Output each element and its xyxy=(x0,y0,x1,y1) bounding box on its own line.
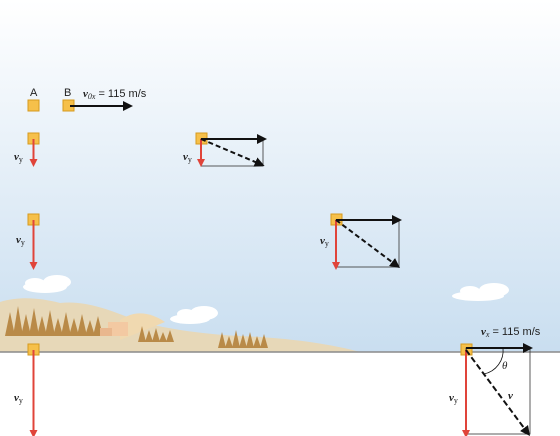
velocity-arrow xyxy=(465,349,530,436)
vy-label: vy xyxy=(14,151,23,164)
object-b-label: B xyxy=(64,87,71,99)
object-a-box xyxy=(27,99,40,112)
ground xyxy=(0,352,560,436)
landscape xyxy=(0,298,360,352)
object-a-column: A vy vy vy xyxy=(14,87,40,436)
theta-label: θ xyxy=(502,360,508,372)
object-b-path: B v0x= 115 m/s vy vy θ v vy vx= 115 m/s xyxy=(62,87,541,436)
vy-label: vy xyxy=(16,234,25,247)
object-a-label: A xyxy=(30,87,38,99)
vy-label: vy xyxy=(14,392,23,405)
clouds xyxy=(23,275,509,324)
vy-label: vy xyxy=(449,392,458,405)
velocity-arrow xyxy=(200,138,265,167)
cloud xyxy=(452,283,509,301)
velocity-arrow xyxy=(335,219,400,268)
cloud xyxy=(170,306,218,324)
cloud xyxy=(23,275,71,293)
v-label: v xyxy=(508,390,513,402)
vy-label: vy xyxy=(320,235,329,248)
theta-arc xyxy=(483,347,504,375)
vx-label: vx= 115 m/s xyxy=(481,326,541,339)
v0x-label: v0x= 115 m/s xyxy=(83,88,147,101)
vy-label: vy xyxy=(183,151,192,164)
